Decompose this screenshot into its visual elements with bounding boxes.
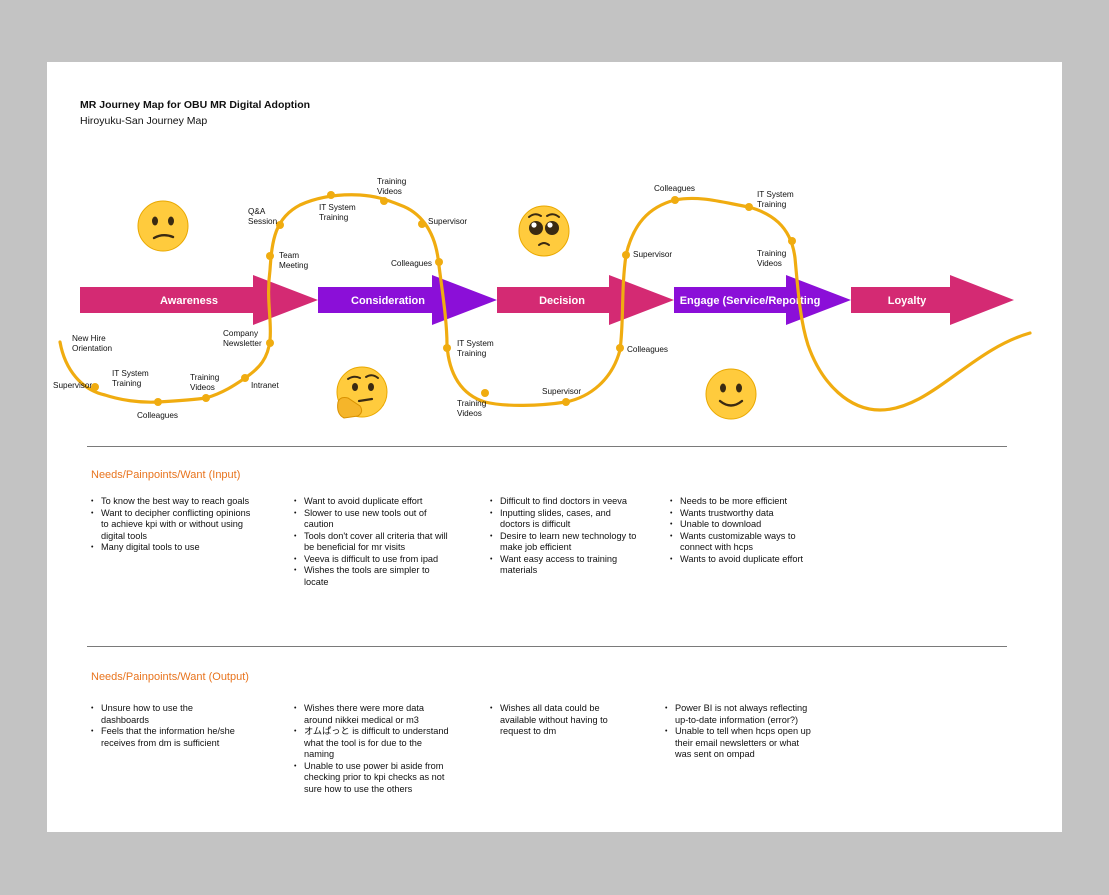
tp-colleagues: Colleagues [654, 184, 695, 193]
output-column-consideration: Wishes there were more data around nikke… [294, 703, 454, 795]
list-item: Unable to use power bi aside from checki… [294, 761, 454, 796]
tp-supervisor: Supervisor [53, 381, 92, 390]
section-divider [87, 446, 1007, 447]
list-item: Unable to tell when hcps open up their e… [665, 726, 815, 761]
list-item: Unsure how to use the dashboards [91, 703, 241, 726]
stage-arrow-decision [497, 275, 674, 325]
list-item: Wishes there were more data around nikke… [294, 703, 454, 726]
list-item: To know the best way to reach goals [91, 496, 251, 508]
list-item: Feels that the information he/she receiv… [91, 726, 241, 749]
tp-supervisor: Supervisor [542, 387, 581, 396]
tp-colleagues: Colleagues [391, 259, 432, 268]
stage-arrow-consideration [318, 275, 497, 325]
page-title: MR Journey Map for OBU MR Digital Adopti… [80, 99, 311, 111]
output-column-decision: Wishes all data could be available witho… [490, 703, 635, 738]
input-column-awareness: To know the best way to reach goals Want… [91, 496, 251, 554]
confused-face-icon [137, 200, 189, 252]
list-item: Wishes all data could be available witho… [490, 703, 635, 738]
list-item: Wants trustworthy data [670, 508, 830, 520]
section-divider [87, 646, 1007, 647]
stage-label-decision: Decision [539, 295, 585, 307]
tp-intranet: Intranet [251, 381, 279, 390]
output-column-awareness: Unsure how to use the dashboards Feels t… [91, 703, 241, 749]
list-item: Want easy access to training materials [490, 554, 638, 577]
output-column-engage: Power BI is not always reflecting up-to-… [665, 703, 815, 761]
page-subtitle: Hiroyuku-San Journey Map [80, 115, 208, 127]
stage-arrow-engage [674, 275, 851, 325]
list-item: Want to avoid duplicate effort [294, 496, 449, 508]
tp-colleagues: Colleagues [627, 345, 668, 354]
touchpoint-dots [91, 191, 796, 406]
list-item: Many digital tools to use [91, 542, 251, 554]
list-item: Tools don't cover all criteria that will… [294, 531, 449, 554]
list-item: Veeva is difficult to use from ipad [294, 554, 449, 566]
input-column-engage: Needs to be more efficient Wants trustwo… [670, 496, 830, 565]
pleading-face-icon [518, 205, 570, 257]
stage-label-awareness: Awareness [160, 295, 218, 307]
stage-label-consideration: Consideration [351, 295, 425, 307]
list-item: Difficult to find doctors in veeva [490, 496, 638, 508]
thinking-face-icon [336, 366, 388, 419]
list-item: オムぱっと is difficult to understand what th… [294, 726, 454, 761]
journey-diagram: Awareness Consideration Decision Engage … [53, 177, 1032, 420]
output-section-heading: Needs/Painpoints/Want (Output) [91, 671, 249, 683]
list-item: Power BI is not always reflecting up-to-… [665, 703, 815, 726]
list-item: Desire to learn new technology to make j… [490, 531, 638, 554]
list-item: Unable to download [670, 519, 830, 531]
stage-arrow-loyalty [851, 275, 1014, 325]
input-section-heading: Needs/Painpoints/Want (Input) [91, 469, 241, 481]
list-item: Needs to be more efficient [670, 496, 830, 508]
tp-supervisor: Supervisor [428, 217, 467, 226]
stage-label-engage: Engage (Service/Reporting [680, 295, 821, 307]
tp-supervisor: Supervisor [633, 250, 672, 259]
input-column-decision: Difficult to find doctors in veeva Input… [490, 496, 638, 577]
list-item: Slower to use new tools out of caution [294, 508, 449, 531]
stage-arrows: Awareness Consideration Decision Engage … [80, 275, 1014, 325]
stage-label-loyalty: Loyalty [888, 295, 927, 307]
input-column-consideration: Want to avoid duplicate effort Slower to… [294, 496, 449, 588]
list-item: Inputting slides, cases, and doctors is … [490, 508, 638, 531]
stage-arrow-awareness [80, 275, 318, 325]
list-item: Want to decipher conflicting opinions to… [91, 508, 251, 543]
smiling-face-icon [705, 368, 757, 420]
list-item: Wants customizable ways to connect with … [670, 531, 830, 554]
list-item: Wishes the tools are simpler to locate [294, 565, 449, 588]
list-item: Wants to avoid duplicate effort [670, 554, 830, 566]
tp-colleagues: Colleagues [137, 411, 178, 420]
